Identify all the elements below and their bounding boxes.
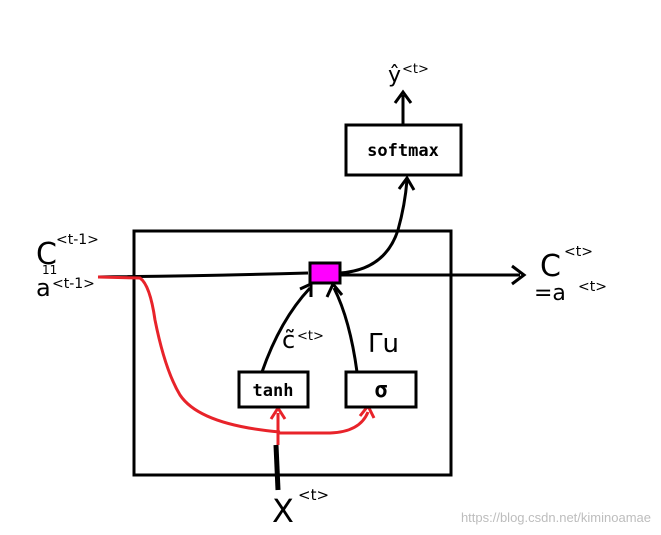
tanh-to-gate bbox=[260, 286, 312, 373]
update-gate-block bbox=[308, 261, 342, 285]
watermark: https://blog.csdn.net/kiminoamae bbox=[461, 510, 651, 525]
x-input-line bbox=[273, 444, 281, 491]
sigma-arrowhead bbox=[325, 281, 344, 298]
a-prev-superscript: <t-1> bbox=[52, 276, 95, 292]
x-t-superscript: <t> bbox=[298, 486, 329, 504]
a-t-superscript: <t> bbox=[578, 279, 607, 295]
sigma-to-gate bbox=[332, 287, 359, 373]
a-prev-label: a bbox=[36, 274, 51, 302]
c-t-label: C bbox=[540, 249, 561, 284]
c-prev-superscript: <t-1> bbox=[56, 232, 99, 248]
softmax-box bbox=[344, 123, 463, 177]
red-to-sigma bbox=[278, 411, 370, 435]
y-hat-label: ŷ bbox=[388, 63, 401, 88]
x-t-label: X bbox=[272, 492, 294, 530]
softmax-arrowhead bbox=[397, 175, 416, 191]
c-prev-label: C bbox=[36, 237, 57, 272]
ditto-mark: 11 bbox=[42, 263, 57, 277]
gate-to-softmax bbox=[339, 179, 409, 275]
a-t-label: =a bbox=[534, 281, 566, 306]
softmax-label: softmax bbox=[367, 141, 439, 161]
tanh-label: tanh bbox=[253, 381, 294, 401]
c-tilde-label: c̃ bbox=[282, 326, 295, 354]
c-t-superscript: <t> bbox=[564, 244, 593, 260]
gamma-u-label: Γu bbox=[368, 329, 399, 359]
tanh-box bbox=[237, 370, 310, 409]
c-tilde-superscript: <t> bbox=[297, 329, 324, 344]
yhat-arrowhead bbox=[393, 89, 413, 104]
cell-box bbox=[132, 229, 453, 477]
tanh-arrowhead bbox=[299, 281, 313, 297]
y-hat-superscript: <t> bbox=[402, 62, 429, 77]
sigma-label: σ bbox=[374, 378, 387, 403]
a-prev-red-path bbox=[97, 275, 281, 434]
output-arrowhead bbox=[511, 264, 527, 286]
sigma-box bbox=[344, 370, 418, 409]
